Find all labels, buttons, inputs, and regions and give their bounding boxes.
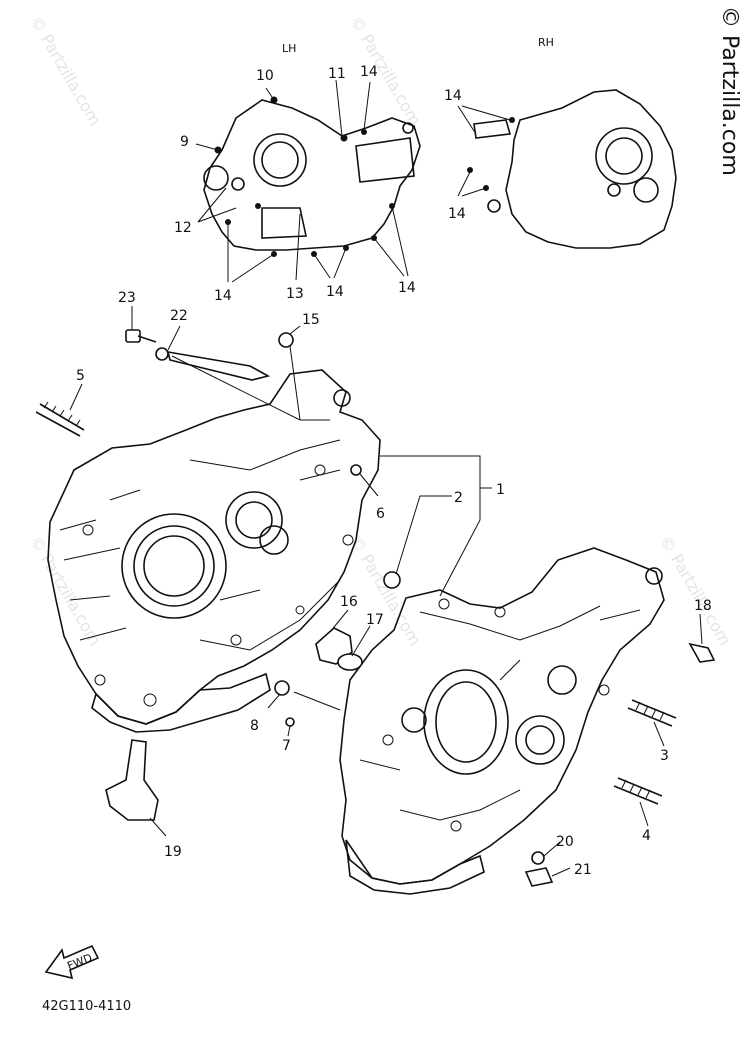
part-19-strainer	[105, 739, 159, 821]
part-21-plate	[524, 867, 554, 887]
rh-header: RH	[538, 36, 554, 49]
rh-gasket	[467, 89, 677, 249]
part-7-oring	[285, 717, 295, 727]
callout-14-rh-top[interactable]: 14	[444, 88, 462, 104]
watermark-text-2: © Partzilla.com	[347, 13, 425, 129]
callout-10[interactable]: 10	[256, 68, 274, 84]
callout-14-lh-left[interactable]: 14	[214, 288, 232, 304]
right-crankcase	[339, 547, 665, 895]
part-3-stud	[627, 699, 677, 727]
callout-21[interactable]: 21	[574, 862, 592, 878]
callout-6[interactable]: 6	[376, 506, 385, 522]
rh-leaders	[457, 105, 511, 197]
lower-leaders	[69, 306, 703, 877]
diagram-code: 42G110-4110	[42, 999, 131, 1014]
callout-16[interactable]: 16	[340, 594, 358, 610]
callout-23[interactable]: 23	[118, 290, 136, 306]
callout-17[interactable]: 17	[366, 612, 384, 628]
watermark-text-4: © Partzilla.com	[27, 533, 105, 649]
callout-8[interactable]: 8	[250, 718, 259, 734]
watermark-text-3: © Partzilla.com	[657, 533, 735, 649]
part-4-stud	[613, 777, 663, 805]
callout-1[interactable]: 1	[496, 482, 505, 498]
callout-4[interactable]: 4	[642, 828, 651, 844]
lh-gasket	[203, 96, 421, 257]
callout-19[interactable]: 19	[164, 844, 182, 860]
part-18-clip	[688, 642, 716, 663]
left-crankcase	[47, 369, 381, 733]
lh-header: LH	[282, 42, 296, 55]
part-23-bolt	[125, 329, 157, 343]
callout-22[interactable]: 22	[170, 308, 188, 324]
callout-9[interactable]: 9	[180, 134, 189, 150]
corner-watermark-text: © Partzilla.com	[717, 6, 742, 176]
callout-3[interactable]: 3	[660, 748, 669, 764]
callout-5[interactable]: 5	[76, 368, 85, 384]
part-8-dowel	[274, 680, 290, 696]
lh-leaders	[195, 79, 409, 283]
callout-15[interactable]: 15	[302, 312, 320, 328]
callout-14-lh-right[interactable]: 14	[398, 280, 416, 296]
part-5-stud	[35, 401, 85, 437]
fwd-label: FWD	[65, 951, 94, 973]
callout-13[interactable]: 13	[286, 286, 304, 302]
callout-20[interactable]: 20	[556, 834, 574, 850]
part-20-dowel	[531, 851, 545, 865]
fwd-arrow-icon: FWD	[44, 944, 100, 980]
callout-14-rh-bottom[interactable]: 14	[448, 206, 466, 222]
callout-18[interactable]: 18	[694, 598, 712, 614]
part-2-dowel	[383, 571, 401, 589]
watermark-text-5: © Partzilla.com	[347, 533, 425, 649]
part-15-dowel	[278, 332, 294, 348]
callout-14-lh-top[interactable]: 14	[360, 64, 378, 80]
callout-14-lh-mid[interactable]: 14	[326, 284, 344, 300]
part-17-oring	[337, 653, 363, 671]
corner-watermark: © Partzilla.com	[708, 6, 748, 176]
part-22-pipe	[155, 347, 271, 381]
callout-7[interactable]: 7	[282, 738, 291, 754]
callout-12[interactable]: 12	[174, 220, 192, 236]
callout-11[interactable]: 11	[328, 66, 346, 82]
callout-2[interactable]: 2	[454, 490, 463, 506]
part-6-oring	[350, 464, 362, 476]
watermark-text-1: © Partzilla.com	[27, 13, 105, 129]
